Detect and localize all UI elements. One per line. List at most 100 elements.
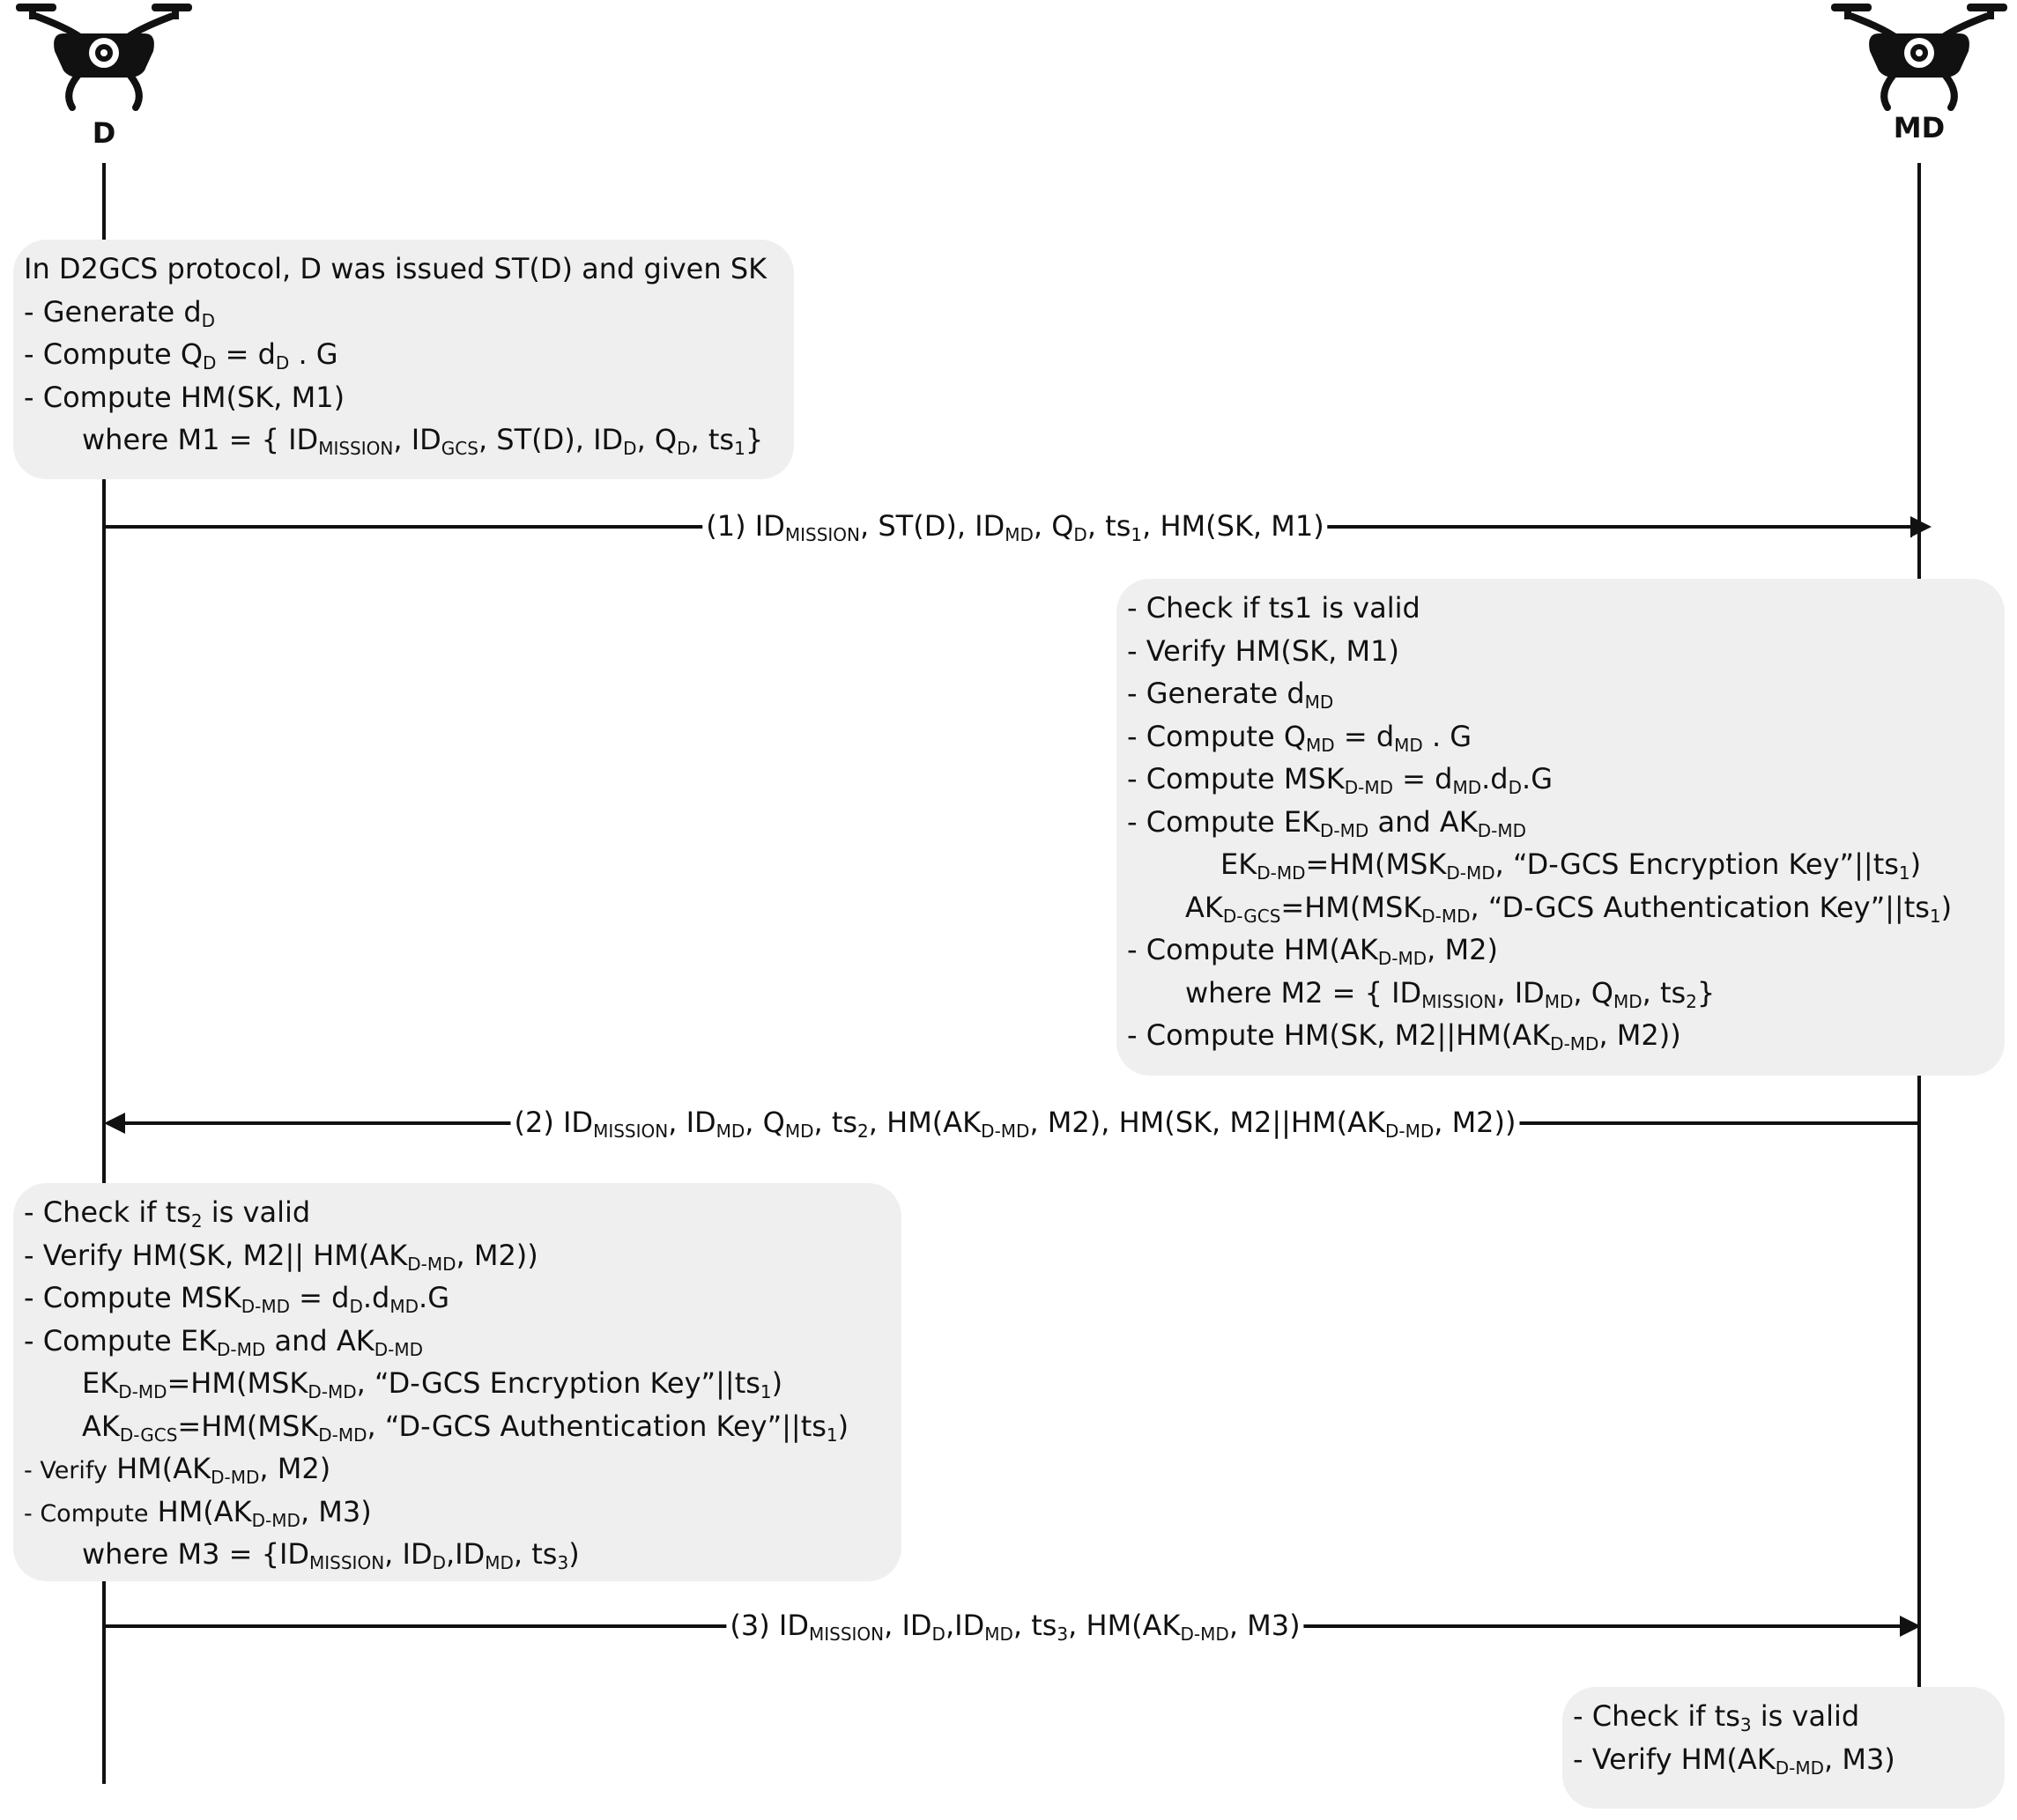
- text-run: , ST(D), ID: [478, 423, 624, 456]
- box-line: In D2GCS protocol, D was issued ST(D) an…: [24, 252, 767, 285]
- subscript: D: [623, 438, 637, 459]
- text-run: , M3): [1823, 1742, 1895, 1776]
- box-line: - Compute HM(AKD-MD, M2): [1127, 933, 1498, 969]
- subscript: D-MD: [318, 1424, 367, 1446]
- text-run: , “D-GCS Authentication Key”||ts: [367, 1409, 827, 1443]
- subscript: MD: [485, 1552, 514, 1573]
- subscript: 1: [734, 438, 745, 459]
- subscript: MD: [1394, 734, 1423, 756]
- subscript: MD: [1544, 990, 1574, 1012]
- subscript: D-MD: [241, 1296, 290, 1317]
- actor-label-md: MD: [1893, 111, 1946, 144]
- subscript: MISSION: [784, 524, 861, 545]
- subscript: MD: [784, 1121, 814, 1142]
- text-run: , “D-GCS Authentication Key”||ts: [1470, 890, 1930, 924]
- actor-label-d: D: [92, 116, 116, 150]
- box-line: - Compute MSKD-MD = dMD.dD.G: [1127, 762, 1553, 798]
- text-run: , HM(SK, M1): [1142, 509, 1324, 543]
- subscript: D: [349, 1296, 363, 1317]
- subscript: MD: [1306, 734, 1335, 756]
- subscript: D: [677, 438, 691, 459]
- text-run: ): [837, 1409, 849, 1443]
- subscript: 2: [190, 1210, 203, 1232]
- box-line: AKD-GCS=HM(MSKD-MD, “D-GCS Authenticatio…: [82, 1409, 849, 1446]
- subscript: D-MD: [407, 1253, 456, 1275]
- message-label-1: (1) IDMISSION, ST(D), IDMD, QD, ts1, HM(…: [702, 509, 1328, 545]
- text-run: , ST(D), ID: [860, 509, 1005, 543]
- text-run: , ts: [1086, 509, 1131, 543]
- box-line: - Compute QD = dD . G: [24, 337, 338, 374]
- box-line: - Check if ts3 is valid: [1573, 1699, 1859, 1734]
- box-line: - Check if ts2 is valid: [24, 1195, 310, 1232]
- text-run: , “D-GCS Encryption Key”||ts: [356, 1366, 760, 1400]
- text-run: ): [568, 1537, 580, 1571]
- subscript: D-MD: [1377, 948, 1427, 969]
- process-box-d-verification: - Check if ts2 is valid - Verify HM(SK, M…: [13, 1183, 901, 1581]
- text-run: =HM(MSK: [1280, 890, 1422, 924]
- text-run: where M3 = {ID: [82, 1537, 310, 1571]
- text-run: and AK: [265, 1323, 374, 1358]
- text-run: , M2)): [1598, 1018, 1681, 1052]
- arrowhead-msg-3: [1900, 1616, 1921, 1637]
- text-run: and AK: [1368, 804, 1478, 839]
- text-run: - Compute EK: [24, 1323, 218, 1358]
- process-box-md-final: - Check if ts3 is valid- Verify HM(AKD-M…: [1562, 1687, 2005, 1809]
- text-run: - Compute MSK: [24, 1281, 241, 1314]
- text-run: , M2)): [1434, 1106, 1516, 1139]
- subscript: MD: [1452, 777, 1482, 798]
- text-run: - Check if ts: [24, 1195, 191, 1229]
- subscript: MD: [984, 1624, 1013, 1645]
- subscript: 1: [760, 1381, 772, 1402]
- text-run: AK: [82, 1409, 120, 1443]
- text-run: , ts: [813, 1106, 858, 1139]
- text-run: ): [771, 1366, 783, 1400]
- box-line: - Compute EKD-MD and AKD-MD: [1127, 804, 1526, 840]
- text-run: where M1 = { ID: [82, 423, 319, 456]
- text-run: =HM(MSK: [177, 1409, 319, 1443]
- box-line: - Compute HM(SK, M1): [24, 381, 345, 414]
- subscript: MD: [716, 1121, 745, 1142]
- text-run: =HM(MSK: [167, 1366, 308, 1400]
- subscript: 1: [826, 1424, 838, 1446]
- subscript: D-GCS: [1222, 905, 1281, 927]
- text-run: . G: [1422, 719, 1472, 753]
- subscript: MISSION: [808, 1624, 885, 1645]
- subscript: D: [275, 352, 290, 374]
- text-run: where M2 = { ID: [1185, 975, 1422, 1010]
- text-run: .G: [1522, 762, 1553, 795]
- text-run: HM(AK: [148, 1494, 252, 1528]
- text-run: . G: [289, 337, 338, 371]
- subscript: 3: [1057, 1624, 1069, 1645]
- box-line: - Compute MSKD-MD = dD.dMD.G: [24, 1281, 449, 1317]
- text-run: , M2): [259, 1452, 331, 1485]
- text-run: (3) ID: [730, 1609, 809, 1642]
- box-line: EKD-MD=HM(MSKD-MD, “D-GCS Encryption Key…: [82, 1366, 783, 1402]
- text-run: , M2), HM(SK, M2||HM(AK: [1029, 1106, 1385, 1139]
- box-line: - Verify HM(AKD-MD, M2): [24, 1452, 331, 1486]
- text-run: (2) ID: [514, 1106, 594, 1139]
- text-run: ,ID: [945, 1609, 985, 1642]
- process-box-d-initial: In D2GCS protocol, D was issued ST(D) an…: [13, 240, 794, 479]
- box-line: - Verify HM(SK, M1): [1127, 634, 1399, 668]
- subscript: D-GCS: [119, 1424, 178, 1446]
- text-run: ): [1940, 890, 1953, 924]
- text-run: In D2GCS protocol, D was issued ST(D) an…: [24, 252, 767, 285]
- message-label-3: (3) IDMISSION, IDD,IDMD, ts3, HM(AKD-MD,…: [726, 1609, 1304, 1645]
- text-run: - Generate d: [24, 294, 202, 329]
- text-run: , Q: [745, 1106, 785, 1139]
- text-run: , M2)): [456, 1238, 538, 1272]
- arrowhead-msg-2: [104, 1113, 125, 1134]
- text-run: - Verify HM(SK, M2|| HM(AK: [24, 1238, 408, 1272]
- subscript: D-MD: [1550, 1033, 1599, 1054]
- subscript: 3: [557, 1552, 569, 1573]
- box-line: - Check if ts1 is valid: [1127, 591, 1420, 625]
- text-run: , M3): [300, 1494, 372, 1528]
- subscript: D-MD: [1180, 1624, 1229, 1645]
- text-run: }: [1696, 975, 1716, 1010]
- subscript: D: [201, 309, 216, 331]
- text-run: EK: [1220, 847, 1257, 881]
- subscript: D-MD: [1257, 862, 1306, 884]
- subscript: D-MD: [308, 1381, 357, 1402]
- subscript: 2: [1686, 990, 1697, 1012]
- subscript: D-MD: [1421, 905, 1471, 927]
